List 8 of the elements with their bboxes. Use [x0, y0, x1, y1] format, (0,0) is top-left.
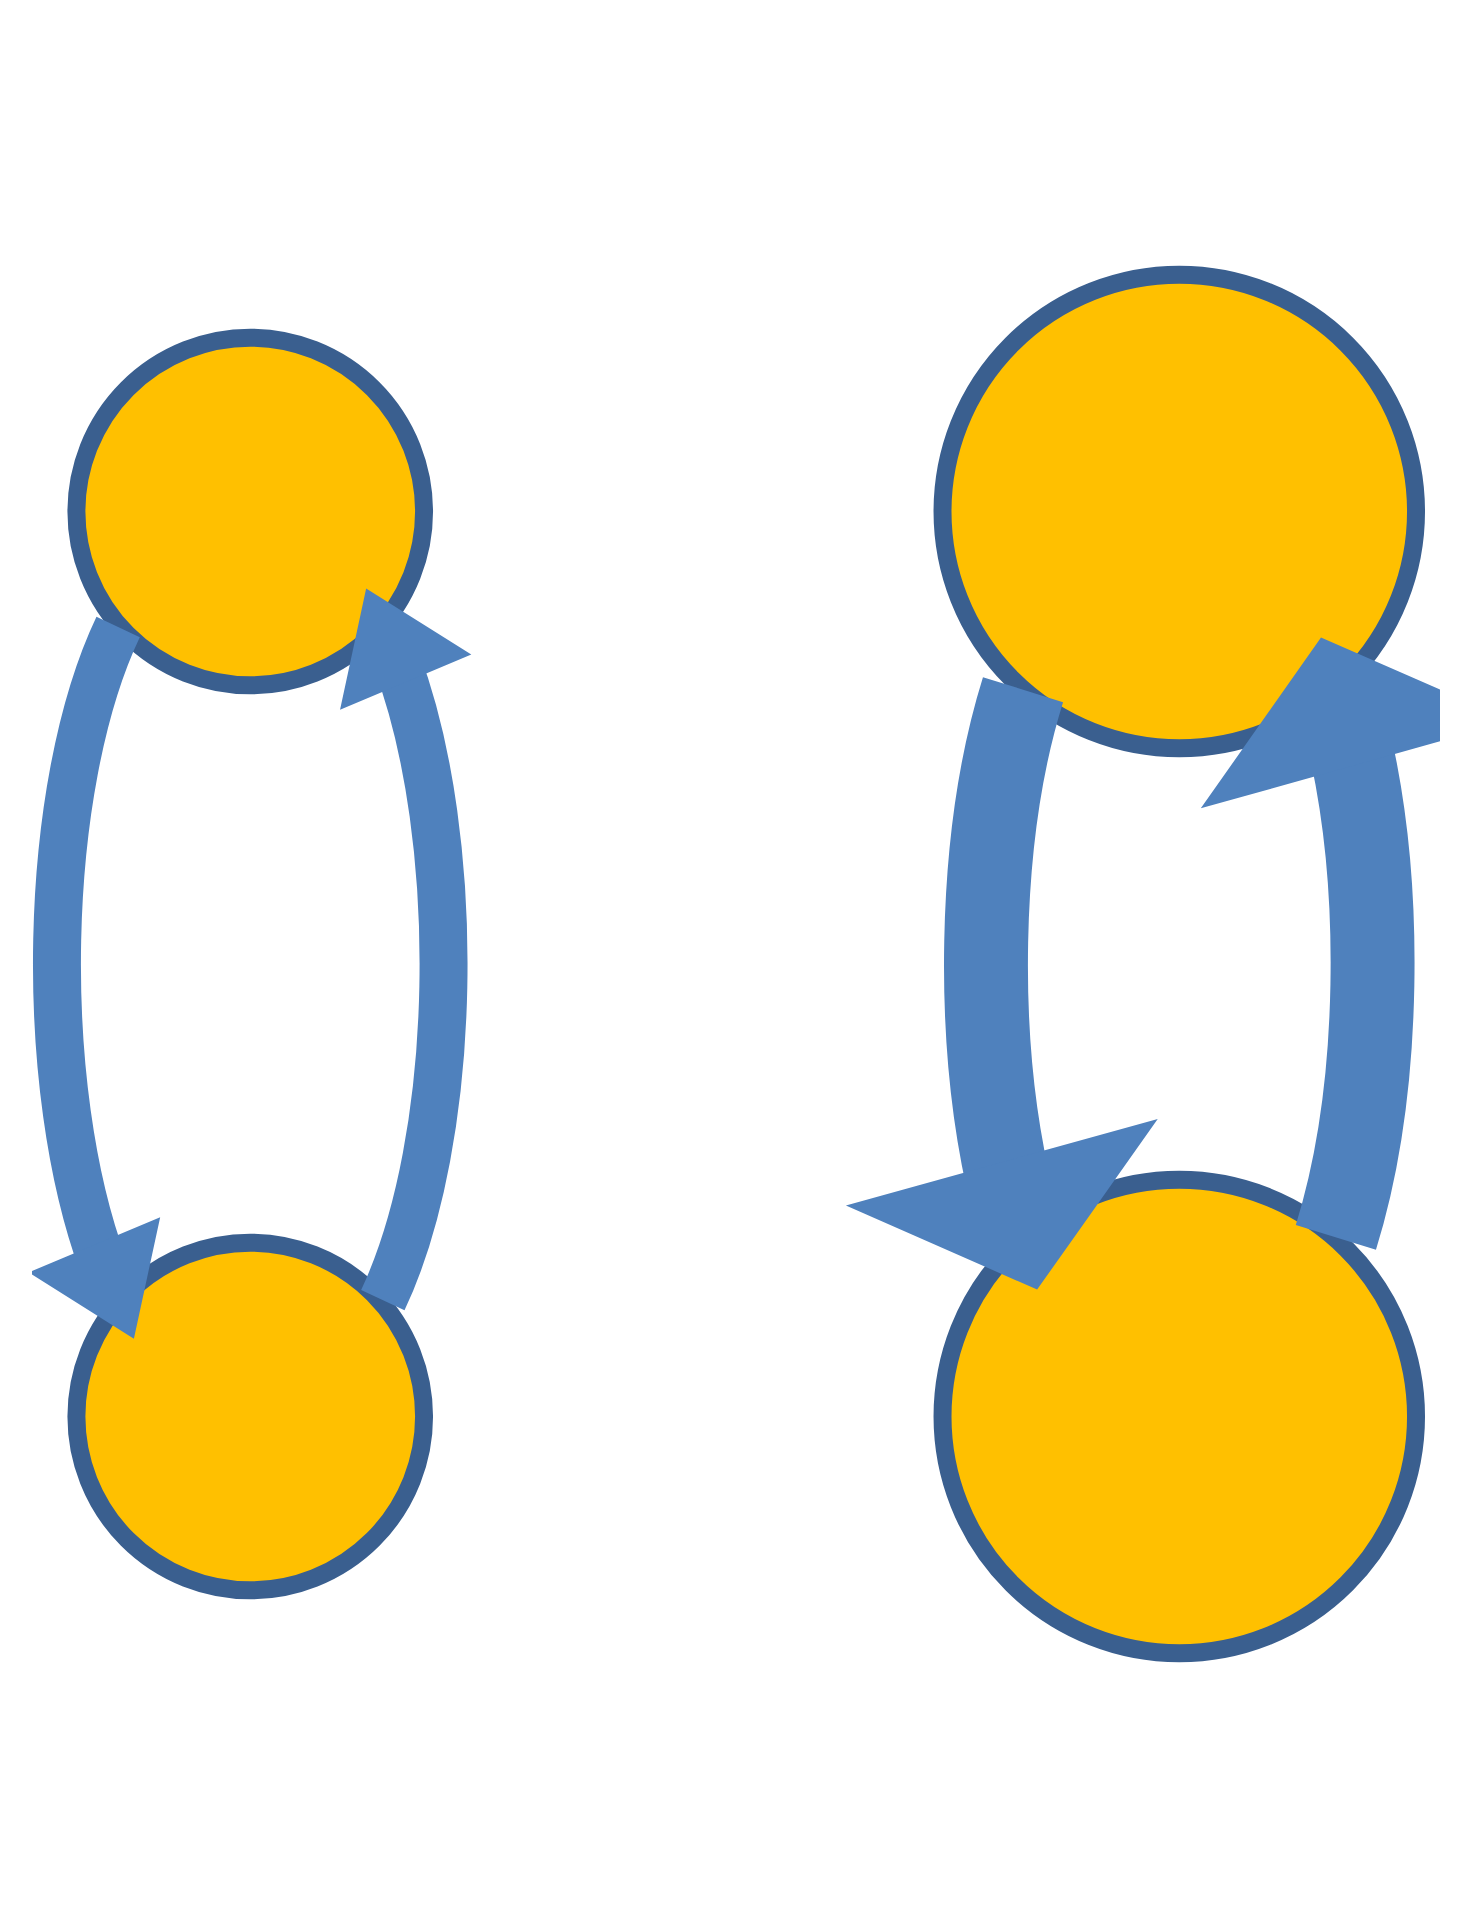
- node-circle: [933, 265, 1425, 758]
- node-circle: [933, 1170, 1425, 1663]
- arrow: [32, 617, 161, 1339]
- arrow: [340, 588, 472, 1310]
- node-circle: [67, 1233, 434, 1600]
- arrow: [1200, 637, 1440, 1249]
- node-circle: [67, 328, 434, 695]
- arrow: [845, 678, 1158, 1290]
